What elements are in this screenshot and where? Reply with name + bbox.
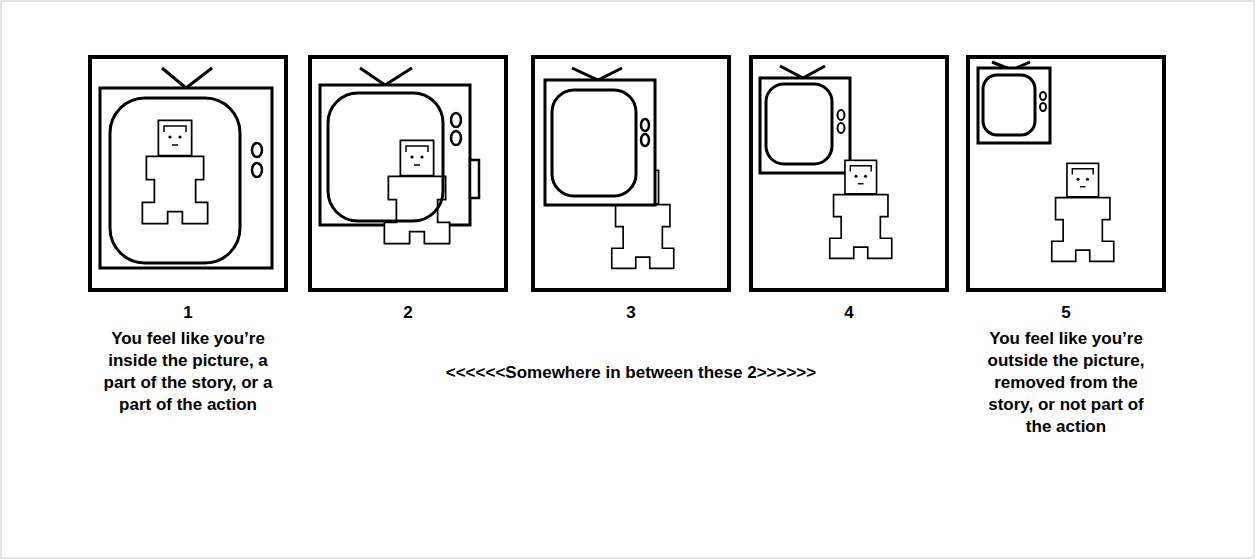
panel-number: 1 — [168, 302, 208, 324]
panel-number: 4 — [829, 302, 869, 324]
scale-anchor-text: You feel like you’re outside the picture… — [979, 328, 1153, 438]
scale-anchor-text: You feel like you’re inside the picture,… — [99, 328, 277, 416]
panel-number: 2 — [388, 302, 428, 324]
panel-number: 3 — [611, 302, 651, 324]
scale-middle-text: <<<<<<Somewhere in between these 2>>>>>> — [446, 362, 816, 384]
panel-number: 5 — [1046, 302, 1086, 324]
